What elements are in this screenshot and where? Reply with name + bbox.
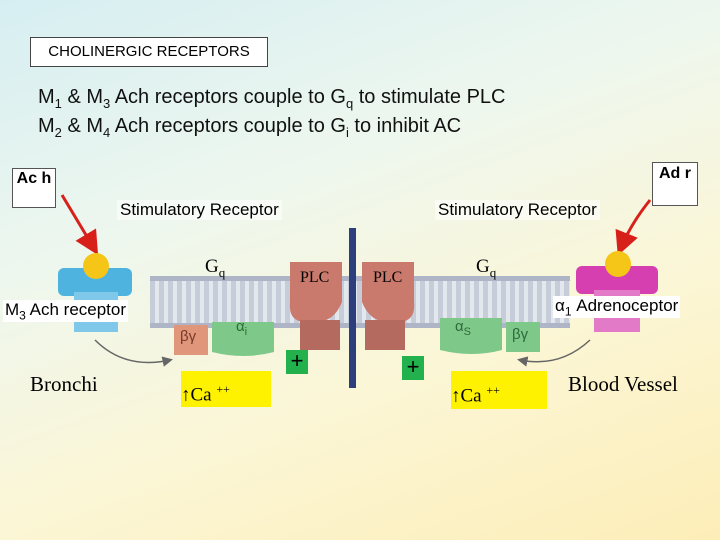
- left-ligand-molecule: [83, 253, 109, 279]
- up-arrow-icon: ↑: [451, 385, 461, 407]
- left-ligand-arrow: [60, 194, 99, 256]
- right-ligand-label: Ad r: [652, 162, 698, 206]
- left-alpha-label: αi: [236, 318, 248, 338]
- right-plus-sign: +: [402, 356, 424, 380]
- left-tissue-label: Bronchi: [30, 372, 98, 396]
- left-plc-shape: [289, 262, 342, 322]
- description-line-2: M2 & M4 Ach receptors couple to Gi to in…: [38, 115, 462, 140]
- right-alpha-label: αS: [455, 318, 472, 338]
- right-beta-gamma-label: βγ: [512, 326, 529, 343]
- left-plus-sign: +: [286, 350, 308, 374]
- right-plc-shape: [362, 262, 415, 322]
- left-receptor-label: M3 Ach receptor: [3, 300, 129, 323]
- right-plc-label: PLC: [373, 269, 403, 286]
- right-ligand-molecule: [605, 251, 631, 277]
- left-beta-gamma-shape: [174, 325, 208, 355]
- left-beta-gamma-label: βγ: [180, 328, 197, 345]
- right-calcium-label: ↑Ca ++: [451, 371, 547, 409]
- right-alpha-shape: [440, 318, 502, 354]
- center-divider: [349, 228, 356, 388]
- right-tissue-label: Blood Vessel: [568, 372, 678, 396]
- right-beta-gamma-shape: [506, 322, 540, 352]
- left-gq-label: Gq: [205, 256, 226, 280]
- left-ligand-label: Ac h: [12, 168, 56, 208]
- right-receptor-top: [576, 266, 658, 294]
- right-receptor-label: α1 Adrenoceptor: [553, 296, 681, 319]
- right-ligand-arrow: [615, 199, 652, 256]
- right-gq-label: Gq: [476, 256, 497, 280]
- description-line-1: M1 & M3 Ach receptors couple to Gq to st…: [38, 86, 506, 111]
- left-plc-label: PLC: [300, 269, 330, 286]
- page-title: CHOLINERGIC RECEPTORS: [30, 37, 268, 67]
- left-alpha-shape: [212, 322, 274, 356]
- left-calcium-label: ↑Ca ++: [181, 371, 271, 407]
- left-receptor-top: [58, 268, 132, 296]
- right-stimulatory-receptor-label: Stimulatory Receptor: [435, 200, 600, 220]
- left-stimulatory-receptor-label: Stimulatory Receptor: [117, 200, 282, 220]
- up-arrow-icon: ↑: [181, 384, 191, 406]
